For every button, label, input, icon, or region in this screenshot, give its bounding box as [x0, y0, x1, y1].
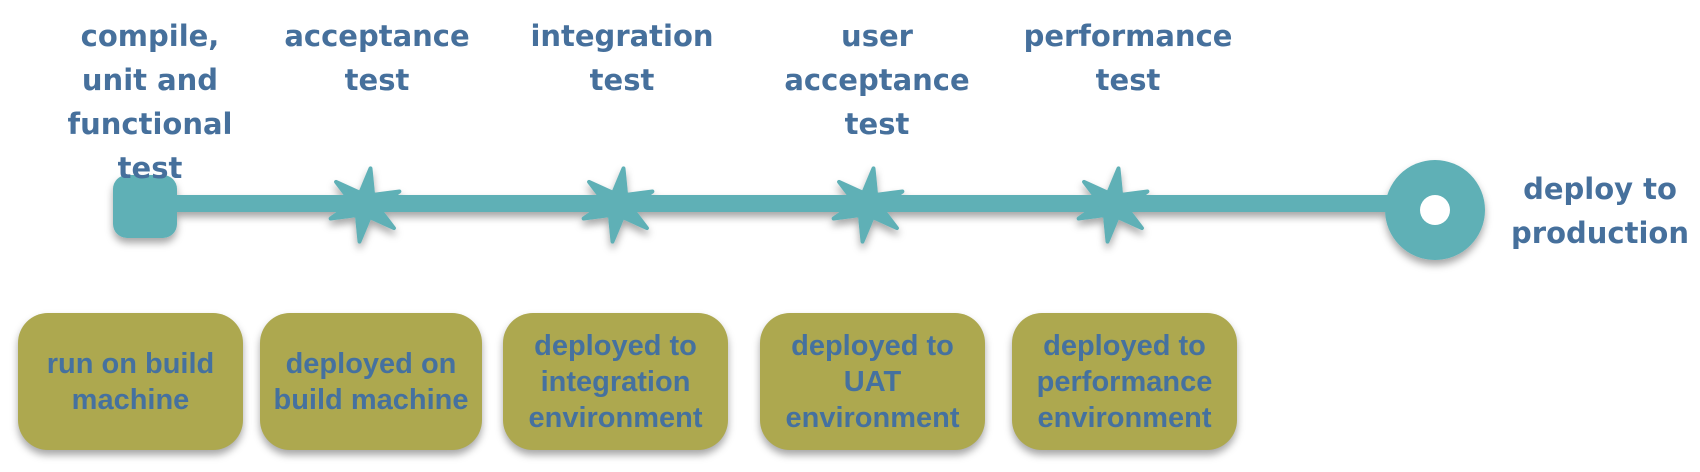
env-box-build-run: run on build machine	[18, 313, 243, 450]
stage-label-compile: compile, unit and functional test	[67, 19, 233, 185]
env-box-uat: deployed to UAT environment	[760, 313, 985, 450]
starburst-checkpoint-icon	[831, 166, 905, 244]
stage-label-uat: user acceptance test	[784, 19, 970, 141]
env-box-label: deployed to UAT environment	[785, 329, 960, 434]
env-box-build-deploy: deployed on build machine	[260, 313, 482, 450]
starburst-checkpoint-icon	[1076, 166, 1150, 244]
env-box-label: deployed to integration environment	[528, 329, 703, 434]
env-box-integration: deployed to integration environment	[503, 313, 728, 450]
stage-label-acceptance: acceptance test	[284, 19, 470, 97]
stage-label-performance: performance test	[1023, 19, 1233, 97]
stage-label-integration: integration test	[530, 19, 714, 97]
env-box-label: deployed to performance environment	[1036, 329, 1213, 434]
end-label-deploy-to-production: deploy to production	[1511, 172, 1689, 250]
rounded-square-start-icon	[113, 175, 177, 238]
ring-end-icon-hole	[1420, 195, 1450, 225]
starburst-checkpoint-icon	[328, 166, 402, 244]
env-box-label: run on build machine	[46, 347, 215, 416]
starburst-checkpoint-icon	[581, 166, 655, 244]
env-box-label: deployed on build machine	[273, 347, 469, 416]
env-box-performance: deployed to performance environment	[1012, 313, 1237, 450]
